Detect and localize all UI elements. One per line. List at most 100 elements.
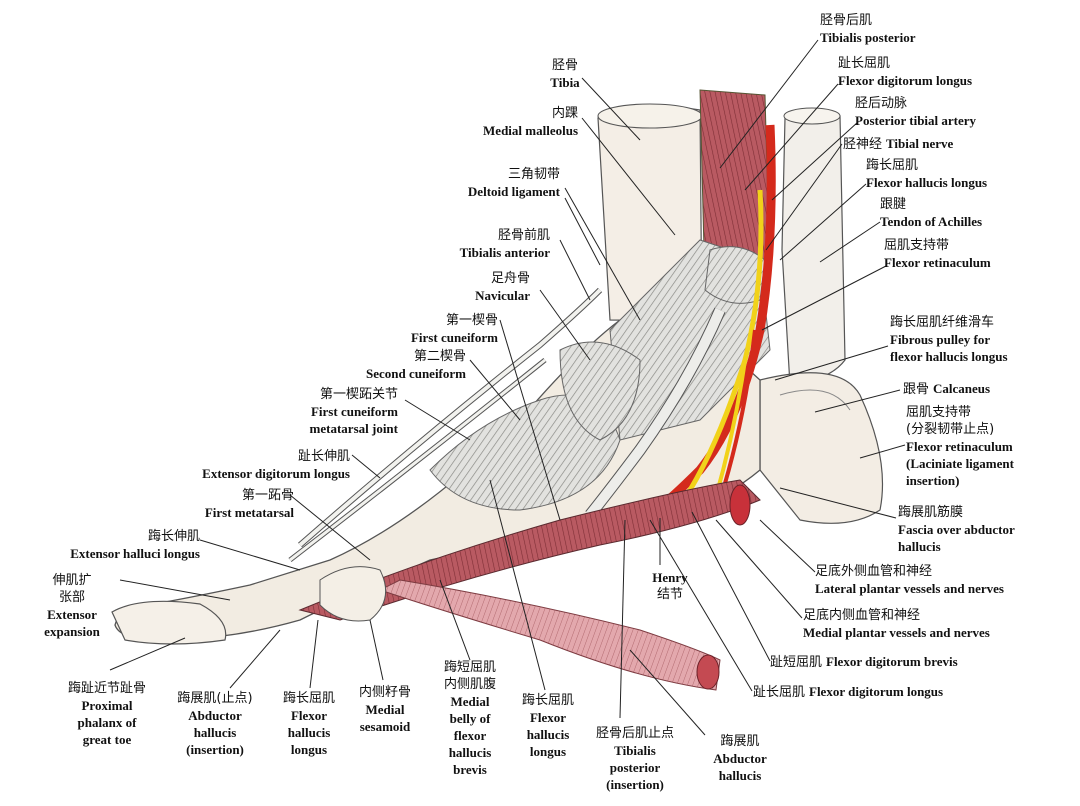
label-en: Abductor [188, 708, 242, 723]
label-zh: 跟腱 [880, 197, 907, 212]
label-zh: 踇展肌(止点) [177, 691, 253, 706]
label-medial-sesamoid: 内侧籽骨 Medial sesamoid [345, 684, 425, 735]
label-flexor-digitorum-longus-bottom: 趾长屈肌 Flexor digitorum longus [753, 683, 943, 701]
label-en: Flexor [529, 710, 567, 725]
label-medial-plantar: 足底内侧血管和神经 Medial plantar vessels and ner… [803, 607, 990, 641]
label-zh: 跟骨 [903, 382, 930, 397]
label-tibialis-anterior: 胫骨前肌 Tibialis anterior [420, 227, 550, 261]
label-henry-knot: Henry 结节 [640, 569, 700, 603]
label-flexor-retinaculum-laciniate: 屈肌支持带 (分裂韧带止点) Flexor retinaculum (Lacin… [906, 404, 1014, 489]
label-en: Flexor retinaculum [884, 255, 991, 270]
label-en: Extensor halluci longus [70, 546, 200, 561]
label-en: posterior [609, 760, 661, 775]
label-zh: 屈肌支持带 [884, 238, 950, 253]
label-en: Extensor [47, 607, 97, 622]
label-tibialis-posterior-insertion: 胫骨后肌止点 Tibialis posterior (insertion) [580, 725, 690, 793]
label-zh: 伸肌扩 [52, 573, 92, 588]
label-en: Medial [365, 702, 405, 717]
label-en: Tibialis [614, 743, 656, 758]
label-en: Flexor hallucis longus [866, 175, 988, 190]
vessel-cut-end [729, 484, 751, 526]
label-en: hallucis [526, 727, 570, 742]
label-zh: 第一楔跖关节 [319, 387, 398, 402]
label-zh: 胫骨 [551, 58, 578, 73]
label-en: Tibial nerve [886, 136, 954, 151]
label-zh: 胫神经 [843, 137, 883, 152]
label-zh: 足舟骨 [490, 271, 530, 286]
label-zh: 踇展肌筋膜 [898, 505, 964, 520]
label-zh: 内侧籽骨 [358, 685, 411, 700]
label-fibrous-pulley: 踇长屈肌纤维滑车 Fibrous pulley for flexor hallu… [890, 314, 1008, 365]
label-flexor-digitorum-longus-top: 趾长屈肌 Flexor digitorum longus [838, 55, 972, 89]
label-calcaneus: 跟骨 Calcaneus [903, 380, 990, 398]
label-navicular: 足舟骨 Navicular [440, 270, 530, 304]
label-flexor-retinaculum-top: 屈肌支持带 Flexor retinaculum [884, 237, 991, 271]
label-abductor-insertion: 踇展肌(止点) Abductor hallucis (insertion) [162, 690, 268, 758]
label-zh: 趾长伸肌 [297, 449, 350, 464]
label-en: flexor [453, 728, 487, 743]
label-zh: 胫后动脉 [855, 96, 908, 111]
label-en: longus [290, 742, 328, 757]
label-zh: 张部 [58, 590, 85, 605]
label-zh: 趾短屈肌 [770, 655, 823, 670]
label-en: Lateral plantar vessels and nerves [815, 581, 1004, 596]
label-second-cuneiform: 第二楔骨 Second cuneiform [330, 348, 466, 382]
label-extensor-digitorum-longus: 趾长伸肌 Extensor digitorum longus [150, 448, 350, 482]
tibia-top-cut [597, 103, 703, 129]
label-en: Medial malleolus [483, 123, 578, 138]
label-zh: 踇趾近节趾骨 [67, 681, 146, 696]
label-zh: 结节 [656, 587, 683, 602]
label-first-cuneiform-joint: 第一楔跖关节 First cuneiform metatarsal joint [270, 386, 398, 437]
label-flexor-hallucis-longus-top: 踇长屈肌 Flexor hallucis longus [866, 157, 987, 191]
label-zh: 踇长屈肌 [521, 693, 574, 708]
label-en: Flexor retinaculum [906, 439, 1013, 454]
label-en: Tibialis posterior [820, 30, 916, 45]
label-en: hallucis [287, 725, 331, 740]
label-zh: 趾长屈肌 [753, 685, 806, 700]
label-zh: 胫骨前肌 [497, 228, 550, 243]
medial-sesamoid [319, 566, 387, 622]
label-en: phalanx of [77, 715, 137, 730]
label-en: (insertion) [186, 742, 244, 757]
label-en: Flexor [290, 708, 328, 723]
label-proximal-phalanx: 踇趾近节趾骨 Proximal phalanx of great toe [48, 680, 166, 748]
label-en: sesamoid [359, 719, 411, 734]
label-en: (insertion) [606, 777, 664, 792]
label-zh: 内踝 [551, 106, 578, 121]
label-extensor-expansion: 伸肌扩 张部 Extensor expansion [22, 572, 122, 640]
label-medial-malleolus: 内踝 Medial malleolus [440, 105, 578, 139]
leader-lines [109, 39, 906, 736]
label-en: hallucis [718, 768, 762, 783]
label-en: Tendon of Achilles [880, 214, 983, 229]
label-zh: 胫骨后肌止点 [595, 726, 674, 741]
label-tendon-of-achilles: 跟腱 Tendon of Achilles [880, 196, 982, 230]
label-en: brevis [453, 762, 487, 777]
label-en: insertion) [906, 473, 960, 488]
label-en: Navicular [475, 288, 530, 303]
label-zh: 足底内侧血管和神经 [803, 608, 921, 623]
label-en: great toe [82, 732, 132, 747]
label-en: Abductor [713, 751, 767, 766]
label-zh: 三角韧带 [507, 167, 560, 182]
label-en: First cuneiform [410, 330, 498, 345]
label-zh: (分裂韧带止点) [906, 422, 995, 437]
label-zh: 踇长伸肌 [147, 529, 200, 544]
label-en: Extensor digitorum longus [202, 466, 350, 481]
label-flexor-digitorum-brevis: 趾短屈肌 Flexor digitorum brevis [770, 653, 958, 671]
label-en: expansion [44, 624, 100, 639]
label-zh: 第一楔骨 [445, 313, 498, 328]
label-en: flexor hallucis longus [890, 349, 1008, 364]
label-en: Henry [652, 570, 688, 585]
calcaneus-bone [759, 372, 884, 524]
great-toe [111, 600, 227, 645]
label-zh: 踇长屈肌 [866, 158, 919, 173]
label-extensor-halluci-longus: 踇长伸肌 Extensor halluci longus [20, 528, 200, 562]
label-en: hallucis [898, 539, 941, 554]
label-en: hallucis [193, 725, 237, 740]
label-en: hallucis [448, 745, 492, 760]
label-flexor-hallucis-brevis: 踇短屈肌 内侧肌腹 Medial belly of flexor halluci… [428, 659, 512, 778]
label-en: Posterior tibial artery [855, 113, 977, 128]
label-zh: 趾长屈肌 [838, 56, 891, 71]
label-en: First metatarsal [204, 505, 294, 520]
label-en: Flexor digitorum longus [838, 73, 973, 88]
